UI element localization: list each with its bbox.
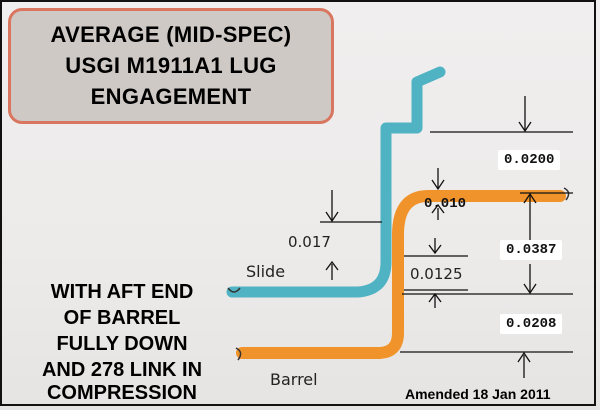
slide-label: Slide (246, 262, 286, 281)
note-line-2: OF BARREL (63, 307, 181, 329)
measurement-0200: 0.0200 (498, 150, 561, 170)
slide-break-mark (227, 287, 241, 293)
measurement-0208: 0.0208 (500, 314, 563, 334)
title-line-3: ENGAGEMENT (90, 84, 252, 109)
slide-profile (226, 66, 446, 298)
barrel-label: Barrel (270, 370, 318, 389)
barrel-break-left (235, 347, 242, 361)
note-line-3: FULLY DOWN (56, 333, 188, 355)
title-box: AVERAGE (MID-SPEC) USGI M1911A1 LUG ENGA… (8, 8, 334, 124)
measurement-010: 0.010 (424, 196, 467, 212)
title-line-1: AVERAGE (MID-SPEC) (50, 22, 292, 47)
title-line-2: USGI M1911A1 LUG (65, 53, 277, 78)
amended-date: Amended 18 Jan 2011 (405, 386, 551, 402)
measurement-0125: 0.0125 (410, 265, 463, 283)
barrel-profile (236, 190, 566, 359)
measurement-0387: 0.0387 (500, 240, 563, 260)
note-line-4: AND 278 LINK IN (41, 359, 203, 381)
dimension-lines (320, 96, 573, 378)
measurement-017: 0.017 (288, 233, 331, 251)
note-line-5: COMPRESSION (46, 382, 198, 404)
note-line-1: WITH AFT END (50, 281, 194, 303)
